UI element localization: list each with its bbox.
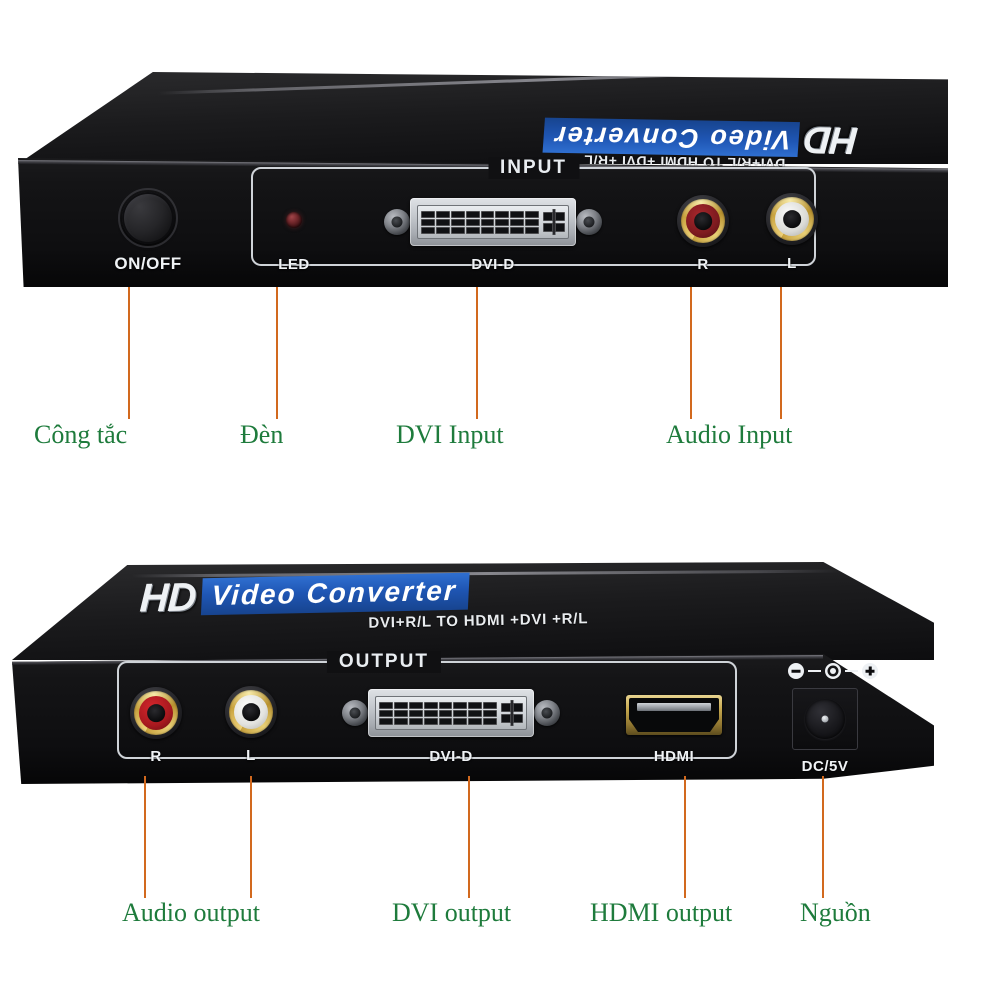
dvi-d-input-label: DVI-D xyxy=(471,256,515,273)
caption-dvi-output: DVI output xyxy=(392,898,512,927)
dvi-screw-left xyxy=(384,209,410,235)
leader-line-audio-output-left xyxy=(250,776,252,898)
rca-audio-input-right[interactable] xyxy=(677,195,729,247)
caption-audio-output: Audio output xyxy=(122,898,260,927)
status-led-indicator xyxy=(286,212,302,228)
leader-line-power-switch xyxy=(128,287,130,419)
rca-audio-input-left[interactable] xyxy=(766,193,818,245)
dvi-d-output-connector[interactable] xyxy=(342,689,560,737)
caption-power-source: Nguồn xyxy=(800,898,871,927)
rca-audio-output-left[interactable] xyxy=(225,686,277,738)
bottom-brand-name-text: Video Converter xyxy=(200,572,470,616)
polarity-connector-bar-left xyxy=(808,669,821,673)
caption-audio-input: Audio Input xyxy=(666,420,793,449)
dvi-out-pin-grid xyxy=(379,701,497,725)
bottom-brand-subtitle-text: DVI+R/L TO HDMI +DVI +R/L xyxy=(368,610,589,632)
rca-audio-input-left-label: L xyxy=(787,255,797,272)
dvi-out-flat-blade-contacts xyxy=(501,703,523,723)
brand-hd-text: HD xyxy=(803,118,860,162)
leader-line-led xyxy=(276,287,278,419)
dvi-pin-grid xyxy=(421,210,539,234)
dc-barrel-socket xyxy=(805,699,845,739)
rca-out-right-socket-hole xyxy=(147,704,165,722)
rca-audio-input-right-label: R xyxy=(697,256,709,273)
leader-line-power-source xyxy=(822,776,824,898)
leader-line-audio-input-left xyxy=(780,287,782,419)
dvi-screw-right xyxy=(576,209,602,235)
bottom-device-output-side: HD Video Converter DVI+R/L TO HDMI +DVI … xyxy=(12,562,934,784)
top-device-branding: HD Video Converter DVI+R/L TO HDMI +DVI … xyxy=(158,84,860,172)
caption-led: Đèn xyxy=(240,420,284,449)
power-onoff-label: ON/OFF xyxy=(114,254,182,273)
rca-left-socket-hole xyxy=(783,210,801,228)
dvi-d-output-label: DVI-D xyxy=(429,748,473,765)
dvi-out-screw-left xyxy=(342,700,368,726)
top-device-input-side: HD Video Converter DVI+R/L TO HDMI +DVI … xyxy=(18,72,948,287)
rca-audio-output-left-label: L xyxy=(246,747,256,764)
power-onoff-button[interactable] xyxy=(118,188,178,248)
dc-polarity-symbols xyxy=(788,663,878,679)
dvi-flat-blade-contacts xyxy=(543,212,565,232)
bottom-device-lid xyxy=(12,562,934,660)
polarity-positive-icon xyxy=(862,663,878,679)
hdmi-output-port[interactable] xyxy=(626,695,722,735)
leader-line-dvi-input xyxy=(476,287,478,419)
hdmi-cavity xyxy=(629,698,719,732)
caption-hdmi-output: HDMI output xyxy=(590,898,733,927)
dc-center-pin xyxy=(821,715,829,723)
leader-line-dvi-output xyxy=(468,776,470,898)
rca-audio-output-right-label: R xyxy=(150,748,162,765)
leader-line-audio-input-right xyxy=(690,287,692,419)
led-label: LED xyxy=(278,256,310,273)
caption-power-switch: Công tắc xyxy=(34,420,128,449)
brand-name-text: Video Converter xyxy=(542,117,801,158)
dvi-out-connector-body xyxy=(368,689,534,737)
caption-dvi-input: DVI Input xyxy=(396,420,504,449)
dc-power-jack[interactable] xyxy=(792,688,858,750)
rca-out-left-socket-hole xyxy=(242,703,260,721)
leader-line-hdmi-output xyxy=(684,776,686,898)
rca-right-socket-hole xyxy=(694,212,712,230)
dvi-d-input-connector[interactable] xyxy=(384,198,602,246)
dvi-pin-slot xyxy=(417,205,569,239)
output-panel-label: OUTPUT xyxy=(326,651,441,673)
polarity-center-pin-icon xyxy=(825,663,841,679)
hdmi-output-label: HDMI xyxy=(653,748,695,765)
bottom-brand-hd-text: HD xyxy=(138,575,197,621)
dvi-out-screw-right xyxy=(534,700,560,726)
polarity-connector-bar-right xyxy=(845,669,858,673)
polarity-negative-icon xyxy=(788,663,804,679)
leader-line-audio-output-right xyxy=(144,776,146,898)
input-panel-label: INPUT xyxy=(488,157,579,179)
rca-audio-output-right[interactable] xyxy=(130,687,182,739)
hdmi-contact-tongue xyxy=(637,703,711,711)
output-panel-outline: OUTPUT xyxy=(117,651,737,759)
power-button-ring xyxy=(118,188,178,248)
dvi-out-pin-slot xyxy=(375,696,527,730)
dc-power-label: DC/5V xyxy=(801,758,849,775)
dvi-connector-body xyxy=(410,198,576,246)
